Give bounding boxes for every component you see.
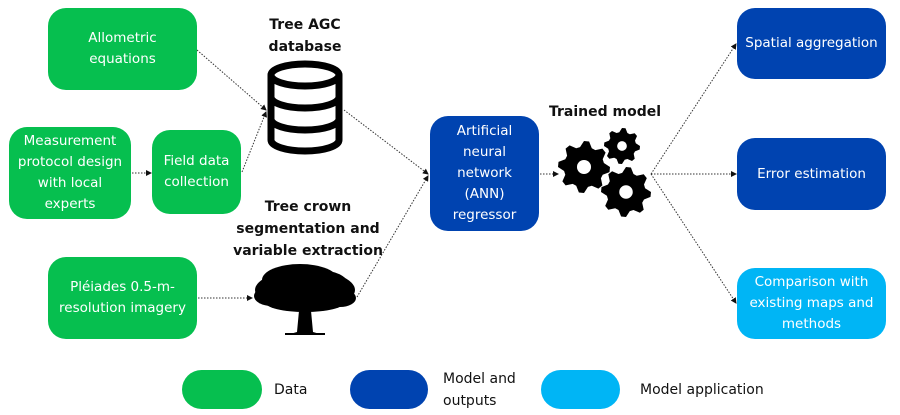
legend-label-data: Data: [274, 382, 308, 398]
label-tree-crown-segmentation: Tree crown segmentation and variable ext…: [233, 199, 383, 259]
edge-field-database: [241, 111, 267, 173]
legend-swatch-model-application: [541, 370, 620, 409]
gear-large-hole: [576, 159, 592, 175]
edge-tree-ann: [356, 175, 429, 298]
node-measurement-protocol[interactable]: Measurement protocol design with local e…: [9, 127, 131, 219]
node-ann-regressor[interactable]: Artificial neural network (ANN) regresso…: [430, 116, 539, 231]
label-tree-agc-database: Tree AGC database: [268, 17, 342, 55]
legend-swatch-data: [182, 370, 262, 409]
edge-gears-comparison: [650, 173, 737, 304]
database-icon: [267, 60, 343, 155]
node-error-estimation[interactable]: Error estimation: [737, 138, 886, 210]
legend-swatch-model-outputs: [350, 370, 428, 409]
gears-icon: [558, 128, 651, 217]
edge-database-ann: [343, 109, 429, 175]
node-comparison-existing-maps[interactable]: Comparison with existing maps and method…: [737, 268, 886, 339]
node-pleiades-imagery[interactable]: Pléiades 0.5-m-resolution imagery: [48, 257, 197, 339]
edge-gears-spatial: [650, 43, 737, 175]
node-field-data-collection[interactable]: Field data collection: [152, 130, 241, 214]
node-spatial-aggregation[interactable]: Spatial aggregation: [737, 8, 886, 79]
label-trained-model: Trained model: [548, 104, 662, 120]
gear-small-hole: [617, 141, 627, 151]
legend-label-model-application: Model application: [640, 382, 764, 398]
edge-allometric-database: [196, 49, 267, 111]
tree-icon: [254, 264, 356, 335]
legend-label-model-outputs: Model and outputs: [443, 371, 516, 409]
gear-bottom-hole: [619, 185, 633, 199]
node-allometric-equations[interactable]: Allometric equations: [48, 8, 197, 90]
